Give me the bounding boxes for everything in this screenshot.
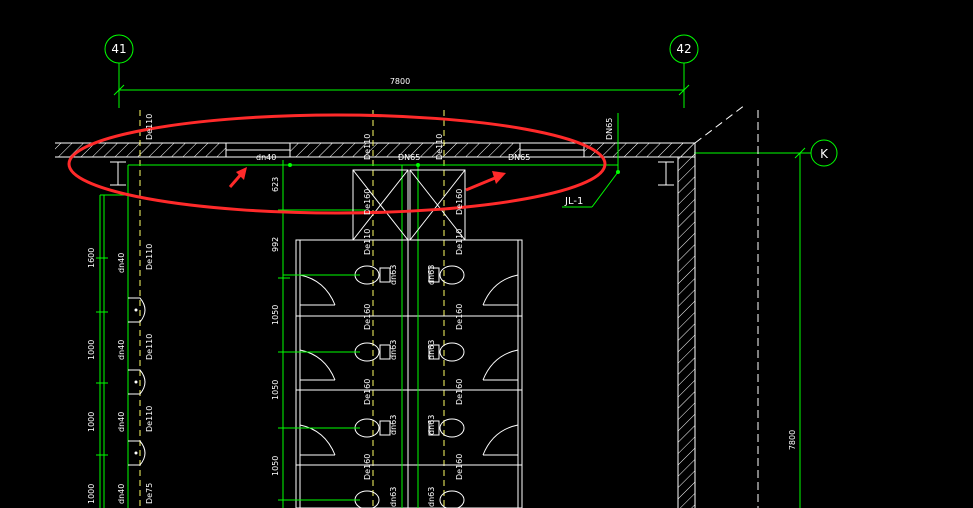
label-wc-left-4a: dn63: [389, 487, 398, 507]
label-wc-left-1b: De160: [363, 304, 372, 330]
dim-mid-5: 1050: [271, 456, 280, 476]
pipe-labels: De110 dn40 De110 DN65 De110 DN65 DN65 JL…: [117, 114, 614, 507]
axis-k-bubble: K: [694, 139, 838, 167]
right-wall: [677, 104, 746, 508]
axis-k-label: K: [820, 147, 829, 161]
label-left-branch-3: dn40: [117, 412, 126, 432]
right-dimension: 7800: [788, 147, 806, 508]
main-supply-pipe: [128, 113, 620, 208]
toilet-stalls: [295, 239, 523, 508]
label-wc-right-2b: De160: [455, 379, 464, 405]
label-wc-right-1b: De160: [455, 304, 464, 330]
dim-mid-1: 623: [271, 177, 280, 192]
dim-mid-4: 1050: [271, 380, 280, 400]
top-dimension-value: 7800: [390, 77, 410, 86]
left-supply-lines: [96, 165, 129, 508]
label-wc-left-3a: dn63: [389, 415, 398, 435]
dim-left-4: 1000: [87, 484, 96, 504]
label-wc-right-3b: De160: [455, 454, 464, 480]
label-left-branch-1: dn40: [117, 253, 126, 273]
label-left-branch-2: dn40: [117, 340, 126, 360]
label-wc-left-3b: De160: [363, 454, 372, 480]
highlight-annotation: [67, 113, 607, 215]
right-dimension-value: 7800: [788, 430, 797, 450]
label-stack-left-lower: De110: [363, 229, 372, 255]
pipe-shafts: [352, 169, 466, 241]
toilet-supply-branches: [283, 165, 419, 508]
dim-left-3: 1000: [87, 412, 96, 432]
dimension-labels: 1600 1000 1000 1000 623 992 1050 1050 10…: [87, 177, 280, 504]
label-left-branch-3b: De110: [145, 406, 154, 432]
label-left-branch-1b: De110: [145, 244, 154, 270]
label-top-mid-main: DN65: [398, 153, 420, 162]
label-top-right-riser: DN65: [605, 118, 614, 140]
label-wc-right-4a: dn63: [427, 487, 436, 507]
label-riser-tag: JL-1: [564, 196, 583, 207]
label-wc-left-2b: De160: [363, 379, 372, 405]
label-left-branch-4: dn40: [117, 484, 126, 504]
label-stack-left-upper: De160: [363, 189, 372, 215]
label-wc-right-2a: dn63: [427, 340, 436, 360]
label-top-left-riser: De110: [145, 114, 154, 140]
dim-mid-2: 992: [271, 237, 280, 252]
label-wc-left-1a: dn63: [389, 265, 398, 285]
label-top-mid-right: De110: [435, 134, 444, 160]
label-stack-right-lower: De110: [455, 229, 464, 255]
axis-42-label: 42: [676, 42, 691, 56]
label-stack-right-upper: De160: [455, 189, 464, 215]
top-wall: [55, 142, 695, 158]
column-right: [658, 161, 674, 186]
label-top-branch-right: DN65: [508, 153, 530, 162]
label-left-branch-2b: De110: [145, 334, 154, 360]
dim-mid-3: 1050: [271, 305, 280, 325]
axis-42-bubble: 42: [669, 34, 699, 108]
label-wc-right-1a: dn63: [427, 265, 436, 285]
label-top-mid-left: De110: [363, 134, 372, 160]
dim-left-1: 1600: [87, 248, 96, 268]
axis-41-bubble: 41: [104, 34, 134, 108]
top-dimension: 7800: [113, 77, 690, 96]
dim-left-2: 1000: [87, 340, 96, 360]
label-left-branch-4b: De75: [145, 483, 154, 504]
urinal-group: [128, 297, 146, 466]
label-wc-left-2a: dn63: [389, 340, 398, 360]
label-wc-right-3a: dn63: [427, 415, 436, 435]
axis-41-label: 41: [111, 42, 126, 56]
column-left: [110, 161, 126, 186]
label-top-branch-left: dn40: [256, 153, 276, 162]
